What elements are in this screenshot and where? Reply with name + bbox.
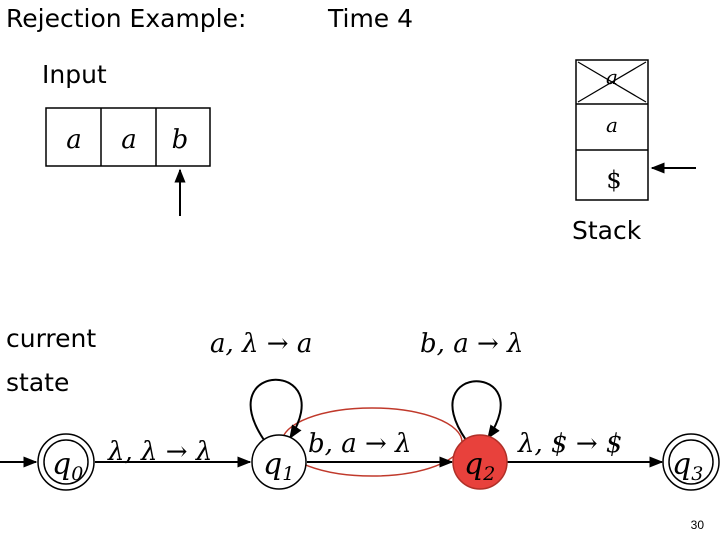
input-tape-frame bbox=[45, 107, 211, 167]
loop-q2 bbox=[451, 380, 502, 441]
state-inner-ring bbox=[43, 439, 89, 485]
input-cell: b bbox=[172, 125, 189, 155]
state-q3: q3 bbox=[662, 433, 720, 491]
state-circle bbox=[37, 433, 95, 491]
transition-label-q2-q3: λ, $ → $ bbox=[517, 429, 622, 459]
state-label: q2 bbox=[464, 447, 495, 485]
state-q1: q1 bbox=[251, 434, 307, 490]
transition-label-q1-q2: b, a → λ bbox=[308, 429, 412, 459]
stack-cell-bottom: $ bbox=[606, 166, 621, 194]
transition-label-q0-q1: λ, λ → λ bbox=[107, 437, 212, 467]
stack-frame bbox=[575, 59, 649, 201]
state-q0: q0 bbox=[37, 433, 95, 491]
page-number: 30 bbox=[690, 518, 704, 532]
state-inner-ring bbox=[668, 439, 714, 485]
current-state-label-line1: current bbox=[6, 324, 97, 353]
state-label: q1 bbox=[263, 447, 294, 485]
input-label: Input bbox=[42, 60, 107, 89]
state-label: q3 bbox=[672, 447, 703, 485]
transition-label-q1-loop: a, λ → a bbox=[210, 329, 312, 359]
stack-cell: a bbox=[606, 113, 618, 137]
stack-cross-line bbox=[577, 61, 647, 103]
state-label: q0 bbox=[52, 447, 83, 485]
input-cell: a bbox=[66, 125, 82, 155]
state-circle bbox=[662, 433, 720, 491]
transition-label-q2-loop: b, a → λ bbox=[420, 329, 524, 359]
title: Rejection Example: bbox=[6, 4, 247, 33]
state-circle-current bbox=[452, 434, 508, 490]
current-state-label-line2: state bbox=[6, 368, 70, 397]
time-label: Time 4 bbox=[328, 4, 414, 33]
stack: a a $ bbox=[575, 59, 649, 201]
loop-q1 bbox=[249, 378, 303, 441]
stack-label: Stack bbox=[572, 216, 642, 245]
input-cell: a bbox=[121, 125, 137, 155]
stack-cell-popped: a bbox=[606, 65, 618, 89]
state-q2-current: q2 bbox=[452, 434, 508, 490]
input-tape: a a b bbox=[45, 107, 211, 167]
state-circle bbox=[251, 434, 307, 490]
